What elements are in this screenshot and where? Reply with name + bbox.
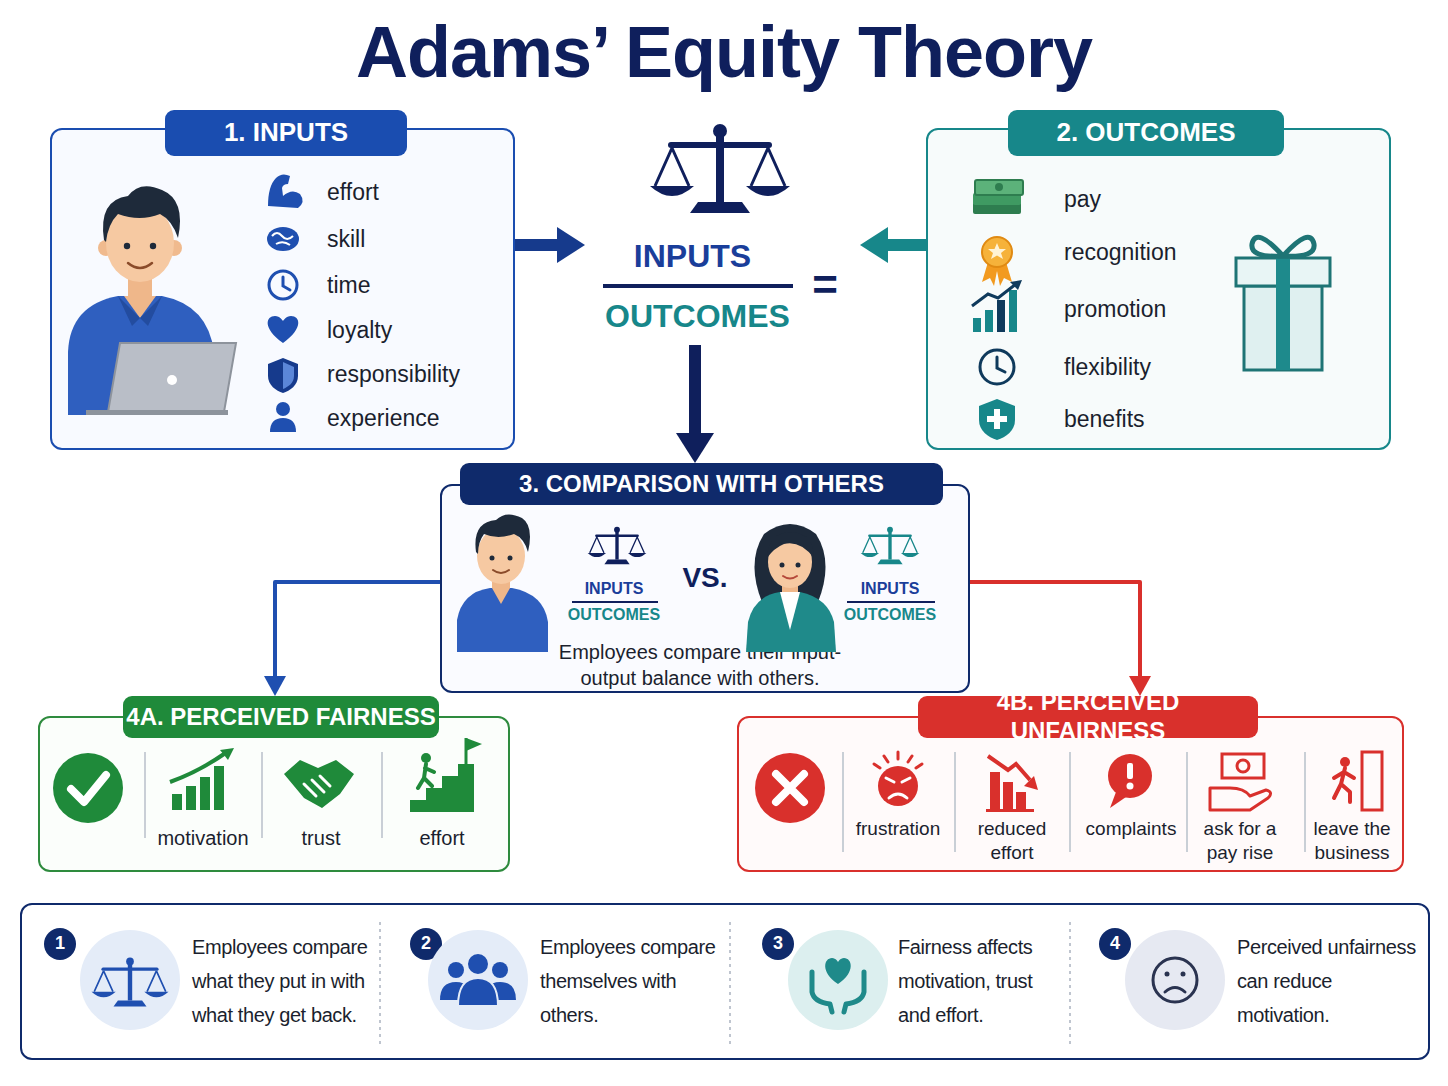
takeaway-band: 1 Employees compare what they put in with… [20,903,1430,1060]
node-outline [926,128,1391,450]
list-item: time [327,271,507,299]
ratio-term: INPUTS [574,579,654,599]
connector-arrow [860,227,926,263]
effect-label: frustration [843,817,953,841]
outcomes-panel: 2. OUTCOMES pay recognition promotion flexib… [926,110,1391,450]
takeaway-text: Perceived unfairness can reduce motivati… [1237,930,1417,1032]
ratio-term: OUTCOMES [554,605,674,625]
takeaway-item: 1Employees compare what they put in with… [40,918,370,1042]
connector-line [275,582,440,678]
effect-label: complaints [1076,817,1186,841]
list-item: flexibility [1064,353,1244,381]
list-item: effort [327,178,507,206]
comparison-people [457,514,836,652]
panel-heading: 4A. PERCEIVED FAIRNESS [123,696,439,738]
connector-line [515,239,559,251]
arrow-head [557,227,585,263]
gift-illustration [1236,237,1330,370]
employee-illustration [68,186,236,415]
effect-label: ask for a pay rise [1192,817,1288,865]
callout-number: 2 [410,928,442,960]
takeaway-item: 4 Perceived unfairness can reduce motivat… [1095,918,1425,1042]
effect-label: effort [387,826,497,850]
arrow-head [1129,676,1151,696]
takeaway-icons [80,922,1225,1045]
takeaway-text: Employees compare what they put in with … [192,930,378,1032]
panel-heading: 4B. PERCEIVED UNFAIRNESS [918,696,1258,738]
inputs-panel: 1. INPUTS effort skill time loyalty responsib… [50,110,515,450]
takeaway-text: Fairness affects motivation, trust and e… [898,930,1068,1032]
connector-arrow [515,227,585,263]
list-item: responsibility [327,360,507,388]
node-outline [737,716,1404,872]
panel-heading: 1. INPUTS [165,110,407,156]
versus-label: VS. [675,561,735,595]
effect-label: reduced effort [967,817,1057,865]
diagram-title: Adams’ Equity Theory [0,10,1448,94]
arrow-head [860,227,888,263]
takeaway-item: 2 Employees compare themselves with other… [406,918,726,1042]
connector-arrow [676,345,714,463]
panel-heading: 2. OUTCOMES [1008,110,1284,156]
outcome-icons [972,180,1023,440]
formula-term: INPUTS [585,237,800,275]
connector-line [689,345,701,435]
effect-label: trust [266,826,376,850]
list-item: experience [327,404,507,432]
input-icons [267,174,303,432]
effect-label: motivation [148,826,258,850]
list-item: skill [327,225,507,253]
effect-label: leave the business [1300,817,1404,865]
arrow-head [264,676,286,696]
takeaway-item: 3 Fairness affects motivation, trust and … [758,918,1068,1042]
unfairness-icons [755,752,1382,852]
list-item: loyalty [327,316,507,344]
panel-heading: 3. COMPARISON WITH OTHERS [460,463,943,505]
arrow-head [676,433,714,463]
callout-number: 3 [762,928,794,960]
callout-number: 4 [1099,928,1131,960]
ratio-term: INPUTS [850,579,930,599]
list-item: pay [1064,185,1244,213]
connector-arrow [264,582,440,696]
takeaway-text: Employees compare themselves with others… [540,930,726,1032]
formula-term: OUTCOMES [585,297,810,335]
callout-number: 1 [44,928,76,960]
list-item: recognition [1064,238,1244,266]
connector-line [886,239,926,251]
fairness-icons [53,738,482,838]
equity-formula: INPUTS OUTCOMES= [585,120,860,345]
fairness-panel: 4A. PERCEIVED FAIRNESS motivation trust eff… [38,696,510,872]
connector-line [970,582,1140,678]
ratio-term: OUTCOMES [830,605,950,625]
node-outline [50,128,515,450]
equals-sign: = [810,259,840,311]
comparison-panel: 3. COMPARISON WITH OTHERSINPUTSOUTCOMESV… [440,463,970,693]
comparison-note: Employees compare their input-output bal… [545,639,855,691]
unfairness-panel: 4B. PERCEIVED UNFAIRNESS frustration reduc… [737,696,1404,872]
list-item: promotion [1064,295,1244,323]
list-item: benefits [1064,405,1244,433]
connector-arrow [970,582,1151,696]
